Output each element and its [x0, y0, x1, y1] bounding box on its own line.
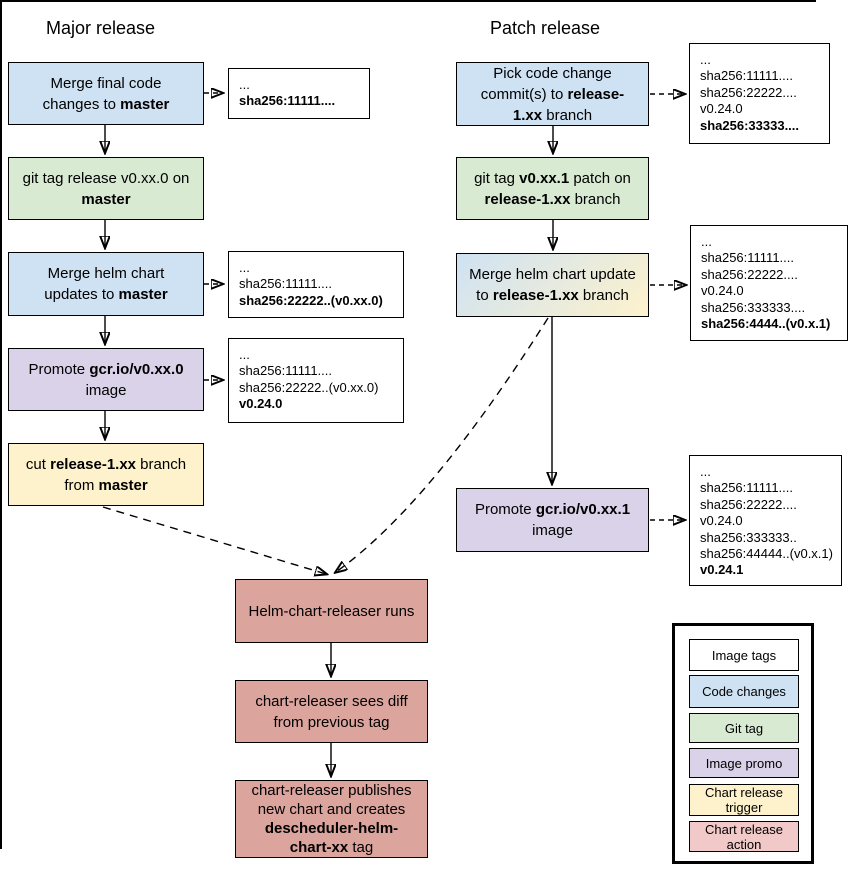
- node-promote-image-major: Promote gcr.io/v0.xx.0 image: [8, 348, 204, 411]
- node-cut-release-branch: cut release-1.xx branch from master: [8, 443, 204, 506]
- image-tags-box-major-3: ...sha256:11111....sha256:22222..(v0.xx.…: [228, 338, 404, 423]
- legend-item-image-tags: Image tags: [689, 639, 799, 671]
- node-git-tag-patch: git tag v0.xx.1 patch on release-1.xx br…: [456, 157, 649, 220]
- node-git-tag-major: git tag release v0.xx.0 on master: [8, 157, 204, 220]
- image-tags-box-patch-2: ...sha256:11111....sha256:22222....v0.24…: [690, 225, 848, 341]
- node-chart-releaser-publishes: chart-releaser publishes new chart and c…: [235, 780, 428, 858]
- node-promote-image-patch: Promote gcr.io/v0.xx.1 image: [456, 488, 649, 552]
- image-tags-box-major-1: ...sha256:11111....: [228, 68, 370, 119]
- major-release-title: Major release: [46, 18, 156, 38]
- patch-release-title: Patch release: [490, 18, 601, 38]
- image-tags-box-patch-3: ...sha256:11111....sha256:22222....v0.24…: [689, 455, 842, 586]
- node-chart-releaser-sees-diff: chart-releaser sees diff from previous t…: [235, 680, 428, 743]
- legend-item-chart-trigger: Chart release trigger: [689, 784, 799, 816]
- node-merge-helm-patch: Merge helm chart update to release-1.xx …: [456, 253, 649, 317]
- legend-item-git-tag: Git tag: [689, 713, 799, 743]
- top-border-line: [0, 0, 816, 2]
- legend-item-image-promo: Image promo: [689, 748, 799, 778]
- image-tags-box-patch-1: ...sha256:11111....sha256:22222....v0.24…: [689, 43, 830, 144]
- node-pick-commits: Pick code change commit(s) to release-1.…: [456, 62, 649, 126]
- node-merge-helm-master: Merge helm chart updates to master: [8, 252, 204, 316]
- legend: Image tags Code changes Git tag Image pr…: [672, 623, 814, 864]
- node-helm-chart-releaser-runs: Helm-chart-releaser runs: [235, 579, 428, 643]
- node-merge-final-code: Merge final code changes to master: [8, 62, 204, 125]
- dashed-line-cut-branch-to-releaser: [102, 506, 326, 574]
- left-border-line: [0, 0, 2, 849]
- legend-item-chart-action: Chart release action: [689, 821, 799, 852]
- image-tags-box-major-2: ...sha256:11111....sha256:22222..(v0.xx.…: [228, 251, 404, 318]
- legend-item-code-changes: Code changes: [689, 675, 799, 708]
